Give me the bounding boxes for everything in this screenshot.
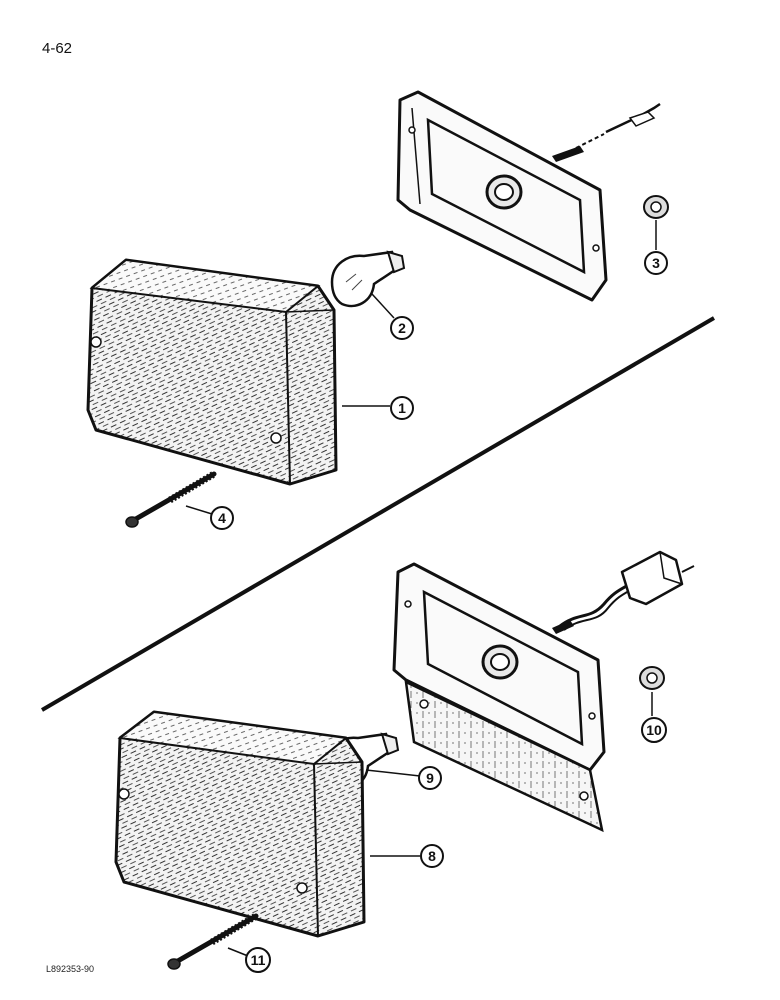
callout-8: 8 [370, 844, 444, 868]
callout-11: 11 [227, 947, 271, 973]
grommet-part-10 [639, 666, 665, 690]
callout-9: 9 [365, 766, 442, 790]
callout-1: 1 [342, 396, 414, 420]
grommet-part-3 [643, 195, 669, 219]
wiring-connector-lower [559, 550, 695, 631]
callout-2: 2 [371, 293, 414, 340]
svg-text:11: 11 [251, 952, 266, 968]
callout-4: 4 [185, 505, 234, 530]
svg-text:3: 3 [652, 255, 660, 271]
svg-text:9: 9 [426, 770, 434, 786]
callout-3: 3 [644, 220, 668, 275]
svg-text:10: 10 [646, 722, 662, 738]
screw-part-11 [167, 912, 259, 970]
lamp-housing-lower [392, 562, 606, 833]
separator-line [40, 316, 716, 712]
svg-text:2: 2 [398, 320, 406, 336]
svg-text:1: 1 [398, 400, 406, 416]
svg-text:4: 4 [218, 510, 226, 526]
lens-part-8 [114, 710, 366, 938]
bulb-part-2 [330, 250, 406, 308]
callout-10: 10 [641, 692, 667, 743]
wire-terminal-upper [575, 102, 661, 149]
lens-part-1 [86, 258, 338, 486]
page-number: 4-62 [42, 40, 73, 57]
svg-text:8: 8 [428, 848, 436, 864]
screw-part-4 [125, 470, 217, 528]
lamp-housing-upper [396, 90, 608, 302]
figure-id: L892353-90 [46, 964, 95, 974]
